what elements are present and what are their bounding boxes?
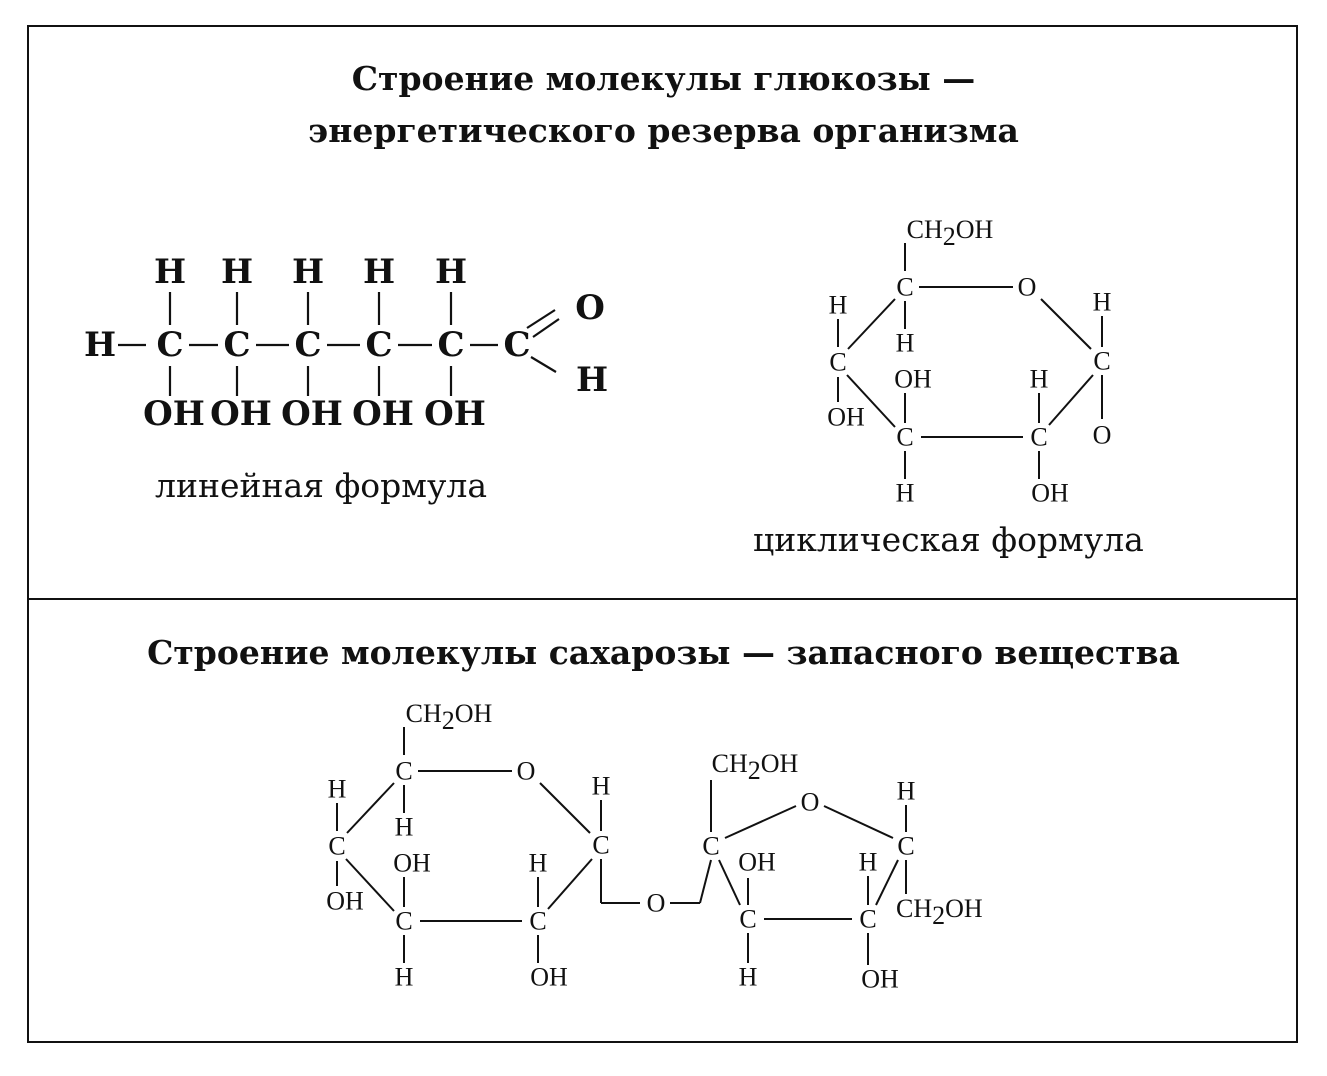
cyclic-formula-caption: циклическая формула xyxy=(753,520,1144,559)
sucrose-fructose-ring: C O C C C CH2OH OH H H OH H CH2OH xyxy=(702,749,983,994)
bond xyxy=(846,374,896,428)
atom-h: H xyxy=(896,329,915,358)
atom-c-4: C xyxy=(328,832,345,861)
linear-formula-caption: линейная формула xyxy=(155,466,487,505)
atom-h: H xyxy=(896,479,915,508)
group-oh: OH xyxy=(1031,479,1069,508)
atom-c-5: C xyxy=(896,273,913,302)
bond xyxy=(847,298,896,350)
atom-o-glycosidic: O xyxy=(647,889,666,918)
atom-c: C xyxy=(437,325,464,365)
atom-h: H xyxy=(395,963,414,992)
group-oh: OH xyxy=(861,965,899,994)
atom-h: H xyxy=(592,772,611,801)
group-oh: OH xyxy=(738,848,776,877)
bond xyxy=(1040,298,1092,350)
atom-h: H xyxy=(739,963,758,992)
group-oh: OH xyxy=(827,403,865,432)
sucrose-title: Строение молекулы сахарозы — запасного в… xyxy=(147,633,1180,672)
bond xyxy=(875,859,899,906)
atom-h: H xyxy=(1093,288,1112,317)
atom-o: O xyxy=(575,288,605,328)
atom-h: H xyxy=(576,360,608,400)
atom-c-4: C xyxy=(859,905,876,934)
atom-h: H xyxy=(363,252,395,292)
atom-o-ring: O xyxy=(1018,273,1037,302)
atom-h: H xyxy=(328,775,347,804)
atom-c-4: C xyxy=(829,348,846,377)
atom-h: H xyxy=(859,848,878,877)
bond xyxy=(539,782,591,834)
atom-c-5: C xyxy=(897,832,914,861)
atom-h-terminal: H xyxy=(84,325,116,365)
atom-o: O xyxy=(1093,421,1112,450)
group-oh: OH xyxy=(210,394,272,434)
bond xyxy=(823,805,894,839)
bond xyxy=(532,318,560,338)
atom-h: H xyxy=(395,813,414,842)
atom-c-aldehyde: C xyxy=(503,325,530,365)
bond xyxy=(724,805,797,839)
atom-c: C xyxy=(223,325,250,365)
glucose-title-line-2: энергетического резерва организма xyxy=(308,111,1019,150)
atom-c-2: C xyxy=(702,832,719,861)
atom-h: H xyxy=(1030,365,1049,394)
bond xyxy=(699,859,712,904)
atom-c-1: C xyxy=(592,831,609,860)
bond xyxy=(718,859,741,906)
bond xyxy=(1048,374,1094,426)
group-ch2oh: CH2OH xyxy=(896,894,983,930)
atom-c-3: C xyxy=(739,905,756,934)
atom-h: H xyxy=(829,291,848,320)
group-oh: OH xyxy=(894,365,932,394)
group-oh: OH xyxy=(530,963,568,992)
atom-h: H xyxy=(154,252,186,292)
atom-c-3: C xyxy=(896,423,913,452)
group-ch2oh: CH2OH xyxy=(907,215,994,251)
group-oh: OH xyxy=(424,394,486,434)
group-oh: OH xyxy=(281,394,343,434)
group-oh: OH xyxy=(143,394,205,434)
bond xyxy=(346,782,395,834)
bond xyxy=(547,858,593,910)
atom-c-1: C xyxy=(1093,347,1110,376)
atom-c: C xyxy=(294,325,321,365)
group-ch2oh: CH2OH xyxy=(712,749,799,785)
atom-h: H xyxy=(897,777,916,806)
atom-c: C xyxy=(365,325,392,365)
atom-h: H xyxy=(221,252,253,292)
atom-c-2: C xyxy=(529,907,546,936)
bond xyxy=(345,858,395,912)
group-ch2oh: CH2OH xyxy=(406,699,493,735)
atom-c: C xyxy=(156,325,183,365)
atom-h: H xyxy=(292,252,324,292)
bond xyxy=(530,356,557,373)
atom-c-3: C xyxy=(395,907,412,936)
group-oh: OH xyxy=(393,849,431,878)
glucose-title-line-1: Строение молекулы глюкозы — xyxy=(351,59,976,98)
atom-o-ring: O xyxy=(517,757,536,786)
group-oh: OH xyxy=(352,394,414,434)
diagram-frame xyxy=(27,25,1298,1043)
group-oh: OH xyxy=(326,887,364,916)
atom-c-2: C xyxy=(1030,423,1047,452)
atom-h: H xyxy=(435,252,467,292)
section-divider xyxy=(27,598,1298,600)
atom-o-ring: O xyxy=(801,788,820,817)
bond xyxy=(526,309,556,329)
atom-c-5: C xyxy=(395,757,412,786)
atom-h: H xyxy=(529,849,548,878)
